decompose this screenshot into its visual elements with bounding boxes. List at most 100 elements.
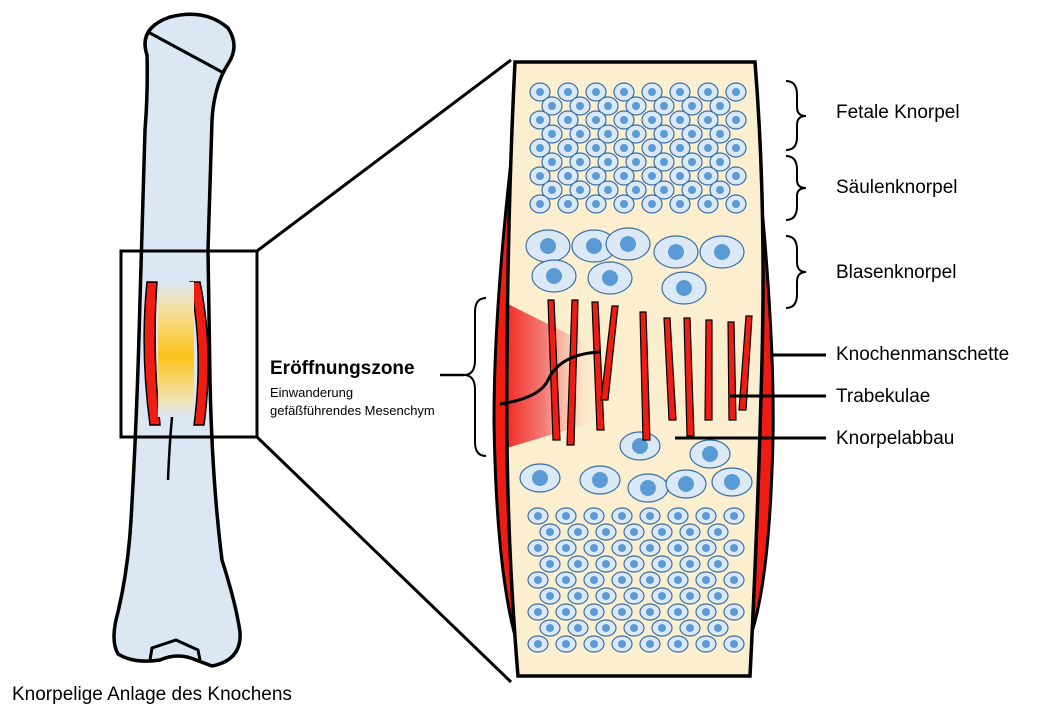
cartilage-cell [530, 195, 550, 213]
cartilage-cell [668, 508, 688, 524]
cartilage-cell [690, 440, 730, 468]
cartilage-cell [584, 572, 604, 588]
cartilage-cell [724, 604, 744, 620]
cartilage-cell [652, 556, 672, 572]
cartilage-cell [726, 139, 746, 157]
cartilage-cell [556, 508, 576, 524]
cartilage-cell [540, 588, 560, 604]
cartilage-cell [532, 260, 576, 292]
label-eroeffnungszone: Eröffnungszone [270, 358, 415, 380]
cartilage-cell [568, 524, 588, 540]
cartilage-cell [624, 556, 644, 572]
cartilage-cell [666, 470, 706, 498]
cartilage-cell [556, 572, 576, 588]
label-trabekulae: Trabekulae [836, 386, 930, 408]
cartilage-cell [680, 588, 700, 604]
cartilage-cell [588, 262, 632, 294]
cartilage-cell [624, 620, 644, 636]
cartilage-cell [540, 620, 560, 636]
cartilage-cell [628, 474, 668, 502]
cartilage-cell [540, 524, 560, 540]
figure-caption: Knorpelige Anlage des Knochens [12, 684, 292, 706]
cartilage-cell [708, 588, 728, 604]
cartilage-cell [596, 588, 616, 604]
cartilage-cell [540, 556, 560, 572]
cartilage-cell [662, 272, 706, 304]
cartilage-cell [624, 524, 644, 540]
cartilage-cell [726, 111, 746, 129]
cartilage-cell [680, 556, 700, 572]
cartilage-cell [614, 195, 634, 213]
cartilage-cell [612, 508, 632, 524]
cartilage-cell [680, 620, 700, 636]
cartilage-cell [528, 540, 548, 556]
cartilage-cell [596, 524, 616, 540]
bracket-blasenknorpel [786, 236, 806, 308]
cartilage-cell [652, 620, 672, 636]
cartilage-cell [708, 556, 728, 572]
cartilage-cell [640, 604, 660, 620]
cartilage-cell [528, 508, 548, 524]
cartilage-cell [596, 556, 616, 572]
cartilage-cell [584, 540, 604, 556]
cartilage-cell [528, 636, 548, 652]
cartilage-cell [606, 228, 650, 260]
cartilage-cell [584, 604, 604, 620]
cartilage-cell [640, 540, 660, 556]
bracket-fetale-knorpel [786, 81, 806, 150]
label-knochenmanschette: Knochenmanschette [836, 344, 1009, 366]
cartilage-cell [698, 195, 718, 213]
cartilage-cell [580, 466, 620, 494]
cartilage-cell [528, 604, 548, 620]
label-mesenchym: gefäßführendes Mesenchym [270, 403, 435, 418]
section-illustration [494, 62, 773, 676]
label-fetale-knorpel: Fetale Knorpel [836, 102, 960, 124]
bracket-saeulenknorpel [786, 156, 806, 220]
cartilage-cell [652, 588, 672, 604]
cartilage-cell [712, 468, 752, 496]
cartilage-cell [726, 83, 746, 101]
cartilage-cell [670, 195, 690, 213]
cartilage-cell [556, 604, 576, 620]
cartilage-cell [526, 230, 570, 262]
cartilage-cell [668, 636, 688, 652]
cartilage-cell [640, 572, 660, 588]
cartilage-cell [696, 540, 716, 556]
cartilage-cell [556, 540, 576, 556]
cartilage-cell [696, 572, 716, 588]
cartilage-cell [668, 572, 688, 588]
cartilage-cell [708, 620, 728, 636]
cartilage-cell [652, 524, 672, 540]
bone-illustration [114, 14, 511, 682]
bone-ossification-zone [158, 282, 194, 417]
cartilage-cell [612, 636, 632, 652]
bracket-eroeffnungszone [464, 298, 486, 456]
label-blasenknorpel: Blasenknorpel [836, 262, 956, 284]
cartilage-cell [520, 464, 560, 492]
cartilage-cell [696, 604, 716, 620]
cartilage-cell [724, 636, 744, 652]
cartilage-cell [568, 588, 588, 604]
label-saeulenknorpel: Säulenknorpel [836, 177, 957, 199]
cartilage-cell [640, 636, 660, 652]
cartilage-cell [696, 508, 716, 524]
cartilage-cell [556, 636, 576, 652]
cartilage-cell [668, 540, 688, 556]
cartilage-cell [568, 620, 588, 636]
cartilage-cell [642, 195, 662, 213]
cartilage-cell [724, 540, 744, 556]
cartilage-cell [568, 556, 588, 572]
cartilage-cell [528, 572, 548, 588]
cartilage-cell [696, 636, 716, 652]
cartilage-cell [624, 588, 644, 604]
label-einwanderung: Einwanderung [270, 385, 353, 400]
cartilage-cell [708, 524, 728, 540]
cartilage-cell [612, 572, 632, 588]
cartilage-cell [724, 508, 744, 524]
cartilage-cell [558, 195, 578, 213]
cartilage-cell [680, 524, 700, 540]
cartilage-cell [584, 636, 604, 652]
trabecula [705, 320, 712, 420]
cartilage-cell [700, 236, 744, 268]
